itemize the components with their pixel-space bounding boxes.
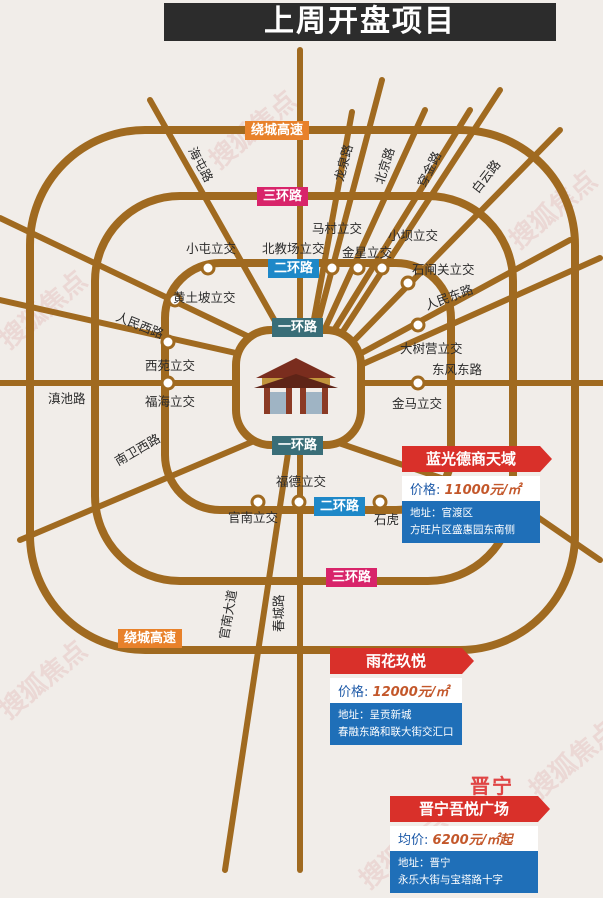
ring-tag-erhuan-bottom: 二环路: [314, 497, 366, 516]
interchange-label-jinma: 金马立交: [392, 396, 442, 411]
project-name: 雨花玖悦: [330, 648, 474, 674]
price-label: 均价:: [398, 833, 429, 848]
project-name: 蓝光德商天域: [402, 446, 552, 472]
road-label-chuncheng: 春城路: [271, 594, 286, 632]
address-line-1: 地址：晋宁: [398, 857, 451, 869]
road-label-nanwei-w: 南卫西路: [112, 430, 163, 468]
interchange-label-xiaotun: 小屯立交: [186, 241, 236, 256]
district-label: 晋宁: [470, 774, 514, 798]
project-price-row: 价格: 11000元/㎡: [402, 476, 540, 501]
ring-tag-yihuan-top: 一环路: [272, 318, 324, 337]
project-address: 地址：官渡区 方旺片区盛惠园东南侧: [402, 501, 540, 543]
ring-tag-erhuan-top: 二环路: [268, 259, 320, 278]
archway-icon: [252, 356, 340, 416]
ring-tag-sanhuan-top: 三环路: [257, 187, 309, 206]
interchange-label-macun: 马村立交: [312, 221, 362, 236]
project-card[interactable]: 雨花玖悦 价格: 12000元/㎡ 地址：呈贡新城 春融东路和联大街交汇口: [330, 648, 474, 745]
interchange-label-fuhai: 福海立交: [145, 394, 195, 409]
interchange-label-huangtupo: 黄土坡立交: [173, 290, 236, 305]
road-label-haitun: 海屯路: [185, 144, 216, 185]
road-label-dianchi: 滇池路: [48, 391, 86, 406]
road-label-longquan: 龙泉路: [331, 142, 355, 183]
interchange-label-dashuying: 大树营立交: [400, 341, 463, 356]
price-label: 价格:: [338, 685, 369, 700]
project-address: 地址：呈贡新城 春融东路和联大街交汇口: [330, 703, 462, 745]
address-line-2: 永乐大街与宝塔路十字: [398, 874, 503, 886]
ring-tag-sanhuan-bottom: 三环路: [326, 568, 378, 587]
road-label-dongfeng-e: 东风东路: [432, 362, 483, 377]
page-title: 上周开盘项目: [164, 3, 556, 41]
ring-tag-raocheng-top: 绕城高速: [245, 121, 310, 140]
ring-tag-raocheng-bottom: 绕城高速: [118, 629, 183, 648]
interchange-label-shizhaguan: 石闸关立交: [412, 262, 475, 277]
interchange-label-xiyuan: 西苑立交: [145, 358, 195, 373]
price-label: 价格:: [410, 483, 441, 498]
project-price-row: 价格: 12000元/㎡: [330, 678, 462, 703]
project-card[interactable]: 蓝光德商天域 价格: 11000元/㎡ 地址：官渡区 方旺片区盛惠园东南侧: [402, 446, 552, 543]
interchange-label-fude: 福德立交: [276, 474, 326, 489]
project-address: 地址：晋宁 永乐大街与宝塔路十字: [390, 851, 538, 893]
interchange-label-jinxing: 金星立交: [342, 245, 392, 260]
road-label-guannan: 官南大道: [216, 588, 240, 640]
interchange-label-shihu: 石虎: [374, 512, 399, 527]
address-line-2: 春融东路和联大街交汇口: [338, 726, 454, 738]
interchange-label-guannan: 官南立交: [228, 510, 278, 525]
price-value: 11000元/㎡: [444, 483, 521, 498]
ring-tag-yihuan-bottom: 一环路: [272, 436, 324, 455]
price-value: 12000元/㎡: [372, 685, 449, 700]
road-label-renmin-w: 人民西路: [114, 309, 166, 342]
address-line-1: 地址：官渡区: [410, 507, 473, 519]
interchange-label-beijiaochang: 北教场立交: [262, 241, 325, 256]
project-price-row: 均价: 6200元/㎡起: [390, 826, 538, 851]
interchange-label-xiaoba: 小坝立交: [388, 228, 438, 243]
price-value: 6200元/㎡起: [432, 833, 513, 848]
project-name: 晋宁吾悦广场: [390, 796, 550, 822]
project-card[interactable]: 晋宁吾悦广场 均价: 6200元/㎡起 地址：晋宁 永乐大街与宝塔路十字: [390, 796, 550, 893]
interchange-nodes: [160, 260, 426, 510]
address-line-2: 方旺片区盛惠园东南侧: [410, 524, 515, 536]
address-line-1: 地址：呈贡新城: [338, 709, 412, 721]
